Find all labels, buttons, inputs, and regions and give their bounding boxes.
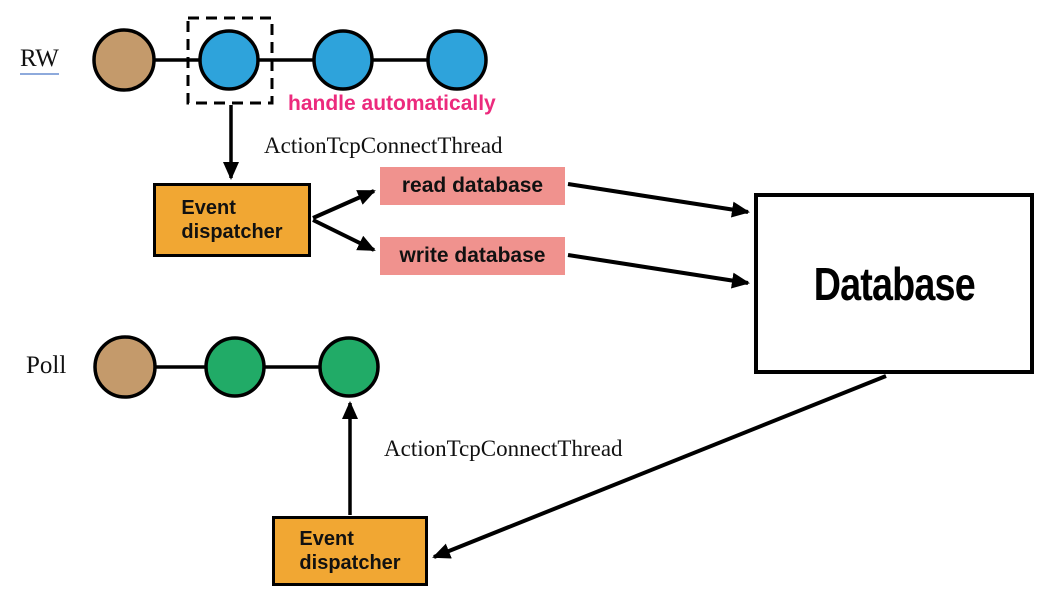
action-tcp-connect-thread-label-bottom: ActionTcpConnectThread [384, 436, 623, 461]
arrow-dispatcher-to-write [312, 218, 376, 252]
rw-node-brown-circle [92, 28, 156, 92]
poll-node-green-circle-2 [318, 336, 380, 398]
arrow-database-to-poll-dispatcher [432, 374, 887, 559]
write-database-box: write database [380, 237, 565, 275]
event-dispatcher-top-label: Event dispatcher [181, 197, 283, 243]
action-tcp-connect-thread-label-top: ActionTcpConnectThread [264, 133, 503, 158]
poll-row-label: Poll [26, 352, 67, 379]
write-database-label: write database [399, 244, 546, 267]
event-dispatcher-bottom-label: Event dispatcher [299, 528, 401, 574]
rw-node-blue-circle-1 [198, 29, 260, 91]
rw-node-blue-circle-3 [426, 29, 488, 91]
poll-node-brown-circle [93, 335, 157, 399]
read-database-box: read database [380, 167, 565, 205]
poll-node-green-circle-1 [204, 336, 266, 398]
rw-node-blue-circle-2 [312, 29, 374, 91]
read-database-label: read database [401, 174, 544, 197]
database-box: Database [754, 193, 1034, 374]
handle-automatically-annotation: handle automatically [288, 92, 496, 115]
arrow-read-to-database [567, 182, 750, 218]
selected-node-dashed-outline [186, 16, 274, 105]
database-label: Database [813, 257, 975, 310]
event-dispatcher-box-bottom: Event dispatcher [272, 516, 428, 586]
rw-row-label: RW [20, 46, 59, 75]
event-dispatcher-box-top: Event dispatcher [153, 183, 311, 257]
arrow-dispatcher-to-read [312, 189, 376, 220]
arrow-write-to-database [567, 253, 750, 289]
